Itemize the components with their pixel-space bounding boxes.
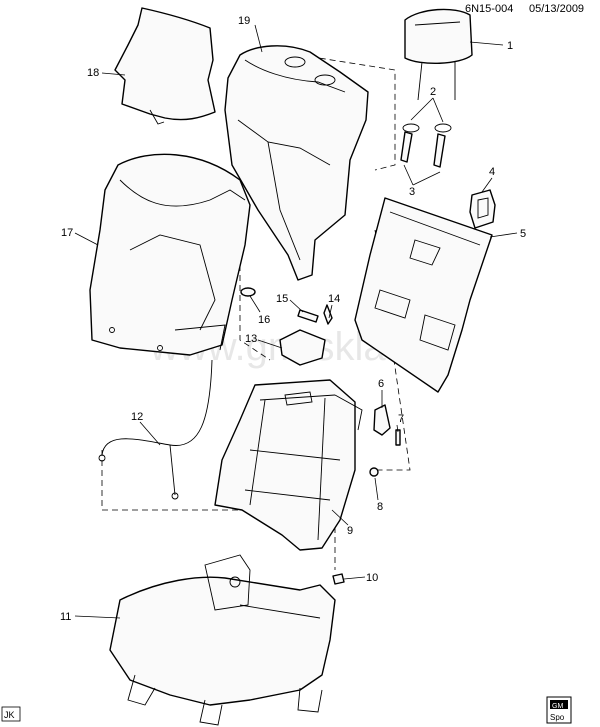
part-13-bracket (279, 329, 326, 366)
callout-5: 5 (520, 228, 526, 240)
callout-7: 7 (398, 413, 404, 425)
callout-10: 10 (366, 572, 378, 584)
leader-lines (74, 24, 518, 619)
callout-15: 15 (276, 293, 288, 305)
part-19-backrest-foam (224, 45, 369, 281)
header-code: 6N15-004 (465, 3, 513, 15)
callout-8: 8 (377, 501, 383, 513)
part-6-8-fasteners (369, 404, 401, 477)
header-date: 05/13/2009 (529, 3, 584, 15)
callout-6: 6 (378, 378, 384, 390)
part-2-3-headrest-guides (400, 123, 452, 168)
callout-17: 17 (61, 227, 73, 239)
callout-4: 4 (489, 166, 495, 178)
footer-badge-top: GM (552, 703, 563, 710)
part-18-pad (114, 7, 216, 125)
footer-badge-bottom: Spo (550, 713, 565, 722)
part-10-bolt (332, 573, 345, 585)
callout-11: 11 (60, 611, 71, 623)
callout-2: 2 (430, 86, 436, 98)
callout-18: 18 (87, 67, 99, 79)
part-5-back-panel (354, 197, 493, 393)
part-11-seat-cushion (109, 554, 336, 726)
footer-badge: GM Spo (546, 696, 572, 724)
callout-12: 12 (131, 411, 143, 423)
callout-19: 19 (238, 15, 250, 27)
part-1-headrest (404, 8, 473, 101)
footer-tag-text: JK (4, 710, 15, 720)
callout-1: 1 (507, 40, 513, 52)
part-4-switch (469, 189, 496, 229)
part-17-backrest-cover (89, 153, 251, 356)
part-9-seat-frame (214, 379, 363, 551)
callout-9: 9 (347, 525, 353, 537)
callout-3: 3 (409, 186, 415, 198)
callouts: 1 2 3 4 5 6 7 8 9 10 11 12 13 14 15 16 1… (60, 15, 526, 623)
part-12-cable (98, 359, 213, 500)
callout-13: 13 (245, 333, 257, 345)
callout-14: 14 (328, 293, 340, 305)
callout-16: 16 (258, 314, 270, 326)
footer-tag: JK (1, 706, 21, 722)
part-14-16-clips (240, 287, 333, 325)
